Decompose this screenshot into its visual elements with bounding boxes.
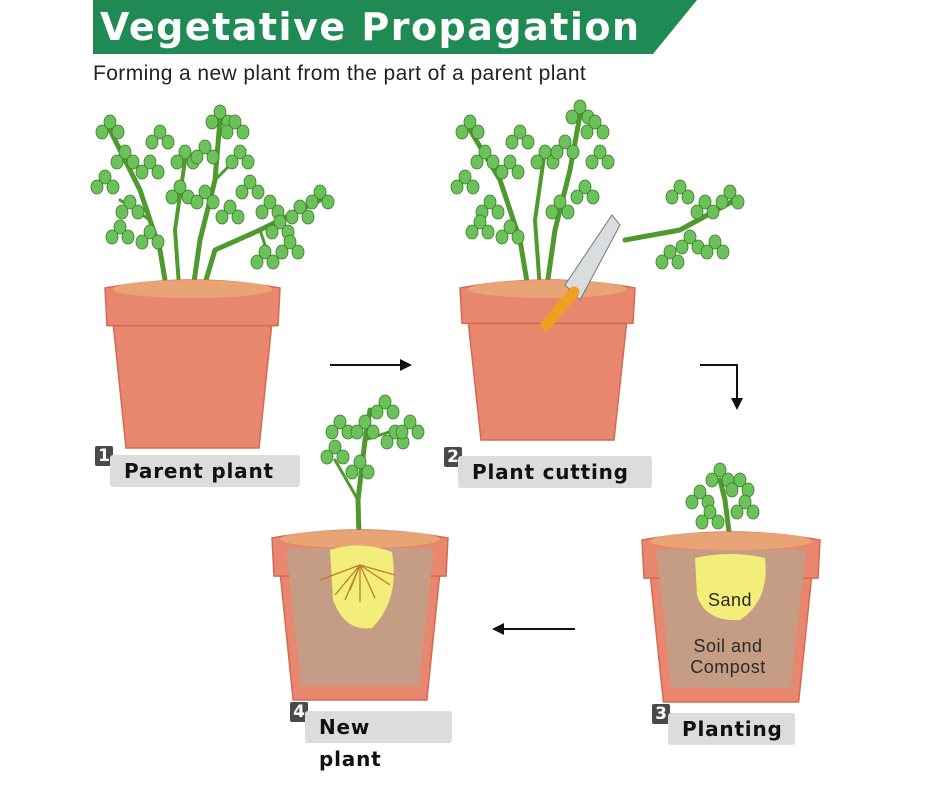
step-4-badge: 4 bbox=[290, 702, 308, 722]
leaf-cluster bbox=[115, 194, 145, 220]
sand-area bbox=[695, 554, 766, 621]
soil-top bbox=[650, 532, 812, 550]
leaf-cluster bbox=[190, 184, 220, 210]
title-banner bbox=[93, 0, 697, 54]
leaf-cluster bbox=[190, 139, 220, 165]
leaf-cluster bbox=[265, 214, 295, 240]
step-2-label: Plant cutting bbox=[458, 456, 652, 488]
leaf-cluster bbox=[585, 144, 615, 170]
leaf-cluster bbox=[545, 194, 575, 220]
page-title: Vegetative Propagation bbox=[100, 5, 641, 49]
leaf-cluster bbox=[570, 179, 600, 205]
leaf-cluster bbox=[450, 169, 480, 195]
leaf-cluster bbox=[685, 484, 715, 510]
leaf-cluster bbox=[110, 144, 140, 170]
soil-label: Soil and Compost bbox=[690, 636, 766, 677]
leaf-cluster bbox=[235, 174, 265, 200]
leaf-cluster bbox=[90, 169, 120, 195]
leaf-cluster bbox=[135, 154, 165, 180]
leaf-cluster bbox=[250, 244, 280, 270]
leaf-cluster bbox=[465, 214, 495, 240]
leaf-cluster bbox=[580, 114, 610, 140]
step-4-label: New plant bbox=[305, 711, 452, 771]
arrow-bend-down-icon bbox=[700, 364, 743, 410]
knife-handle bbox=[540, 286, 580, 331]
leaf-cluster bbox=[470, 144, 500, 170]
leaf-cluster bbox=[345, 454, 375, 480]
arrow-right-icon bbox=[330, 359, 412, 371]
leaf-cluster bbox=[455, 114, 485, 140]
leaf-cluster bbox=[495, 154, 525, 180]
leaf-cluster bbox=[95, 114, 125, 140]
leaf-cluster bbox=[725, 472, 755, 498]
flower-pot bbox=[104, 279, 281, 449]
leaf-cluster bbox=[695, 504, 725, 530]
plants-layer bbox=[90, 99, 760, 588]
leaf-cluster bbox=[105, 219, 135, 245]
leaf-cluster bbox=[730, 494, 760, 520]
leaf-cluster bbox=[705, 462, 735, 488]
leaf-cluster bbox=[170, 144, 200, 170]
leaf-cluster bbox=[505, 124, 535, 150]
step-2-badge: 2 bbox=[444, 447, 462, 467]
stem bbox=[187, 117, 223, 313]
step-1-label: Parent plant bbox=[110, 455, 300, 487]
leaf-cluster bbox=[655, 244, 685, 270]
leaf-cluster bbox=[135, 224, 165, 250]
leaf-cluster bbox=[275, 234, 305, 260]
page-subtitle: Forming a new plant from the part of a p… bbox=[93, 62, 587, 85]
leaf-cluster bbox=[215, 199, 245, 225]
leaf-cluster bbox=[550, 134, 580, 160]
leaf-cluster bbox=[350, 414, 380, 440]
arrow-left-icon bbox=[492, 623, 575, 635]
leaf-cluster bbox=[395, 414, 425, 440]
soil-top bbox=[280, 530, 440, 548]
step-3-label: Planting bbox=[668, 713, 795, 745]
leaf-cluster bbox=[285, 199, 315, 225]
leaf-cluster bbox=[700, 234, 730, 260]
leaf-cluster bbox=[320, 439, 350, 465]
leaf-cluster bbox=[145, 124, 175, 150]
step-3-badge: 3 bbox=[652, 704, 670, 724]
leaf-cluster bbox=[220, 114, 250, 140]
soil-top bbox=[113, 280, 272, 298]
leaf-cluster bbox=[325, 414, 355, 440]
leaf-cluster bbox=[495, 219, 525, 245]
sand-area bbox=[330, 545, 394, 629]
soil-top bbox=[468, 280, 627, 298]
stem bbox=[333, 458, 360, 502]
leaf-cluster bbox=[665, 179, 695, 205]
foreground-layer bbox=[319, 214, 766, 629]
stem bbox=[533, 148, 547, 292]
leaf-cluster bbox=[225, 144, 255, 170]
roots bbox=[319, 564, 396, 602]
leaf-cluster bbox=[475, 194, 505, 220]
leaf-cluster bbox=[305, 184, 335, 210]
step-1-badge: 1 bbox=[95, 446, 113, 466]
leaf-cluster bbox=[165, 179, 195, 205]
leaf-cluster bbox=[675, 229, 705, 255]
flower-pot bbox=[459, 279, 636, 441]
leaf-cluster bbox=[690, 194, 720, 220]
leaf-cluster bbox=[370, 394, 400, 420]
sand-label: Sand bbox=[707, 590, 753, 610]
leaf-cluster bbox=[715, 184, 745, 210]
